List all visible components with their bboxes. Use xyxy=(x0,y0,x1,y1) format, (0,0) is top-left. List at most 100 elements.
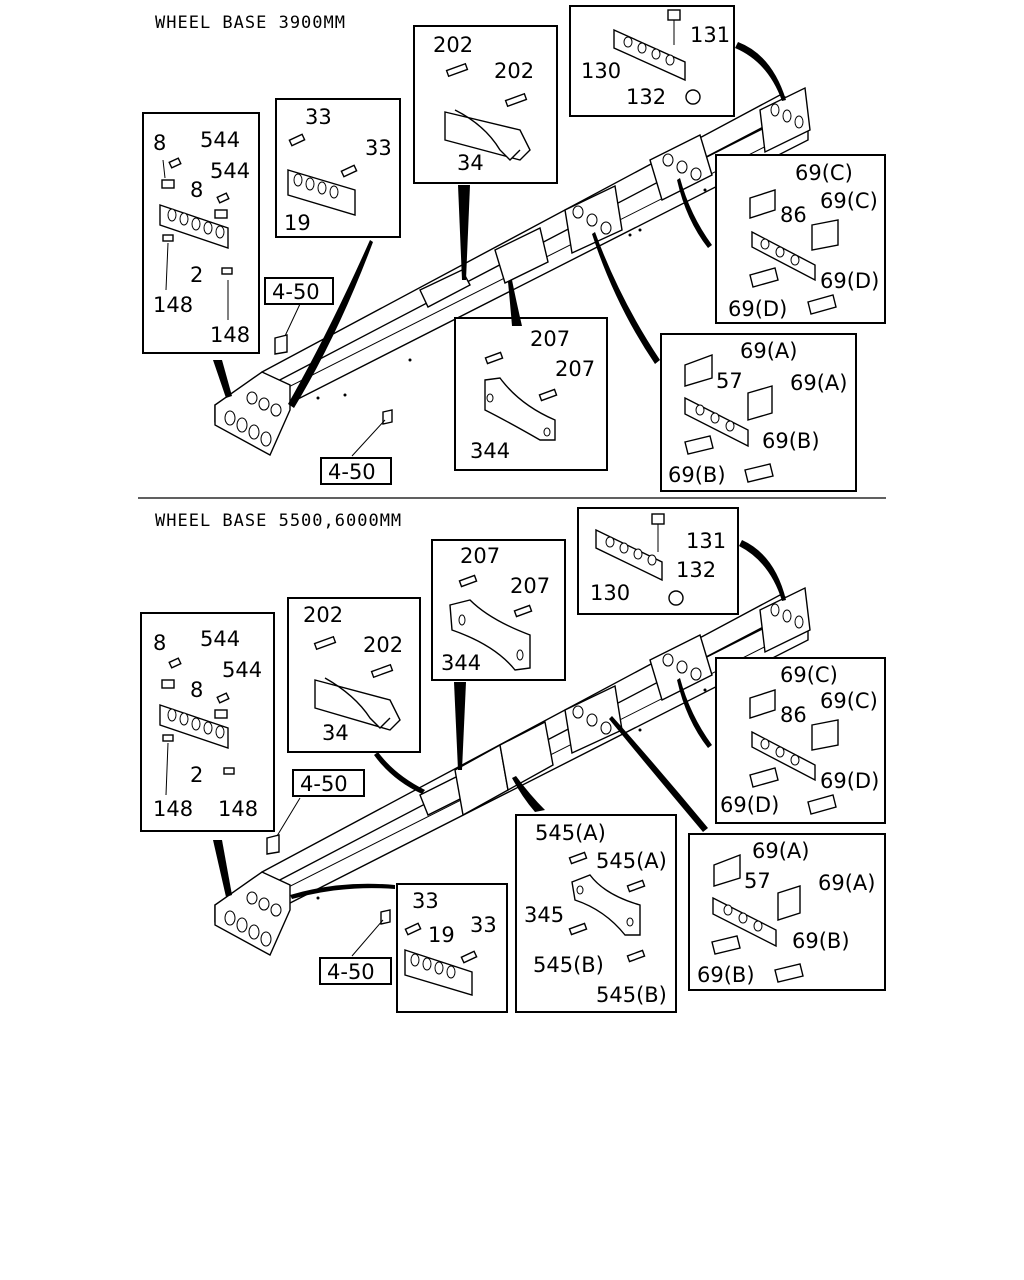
label-19: 19 xyxy=(428,923,455,947)
label-544: 544 xyxy=(200,128,240,152)
chassis-frame xyxy=(214,586,811,956)
label-545A: 545(A) xyxy=(535,821,606,845)
label-148: 148 xyxy=(218,797,258,821)
reference-box[interactable]: 4-50 xyxy=(292,769,365,797)
label-545A: 545(A) xyxy=(596,849,667,873)
label-34: 34 xyxy=(322,721,349,745)
label-33: 33 xyxy=(365,136,392,160)
label-202: 202 xyxy=(494,59,534,83)
label-207: 207 xyxy=(460,544,500,568)
label-69B: 69(B) xyxy=(697,963,755,987)
callout-box-86: 69(C) 69(C) 86 69(D) 69(D) xyxy=(715,657,886,824)
label-69D: 69(D) xyxy=(820,269,879,293)
callout-box-202-34: 202 202 34 xyxy=(287,597,421,753)
reference-label: 4-50 xyxy=(272,280,320,304)
label-69D: 69(D) xyxy=(720,793,779,817)
label-345: 345 xyxy=(524,903,564,927)
label-130: 130 xyxy=(590,581,630,605)
rear-crossmember-holes xyxy=(224,391,282,447)
reference-box[interactable]: 4-50 xyxy=(320,457,392,485)
label-544: 544 xyxy=(222,658,262,682)
label-132: 132 xyxy=(626,85,666,109)
label-8: 8 xyxy=(190,678,203,702)
label-545B: 545(B) xyxy=(596,983,667,1007)
callout-box-rear-crossmember: 8 544 544 8 2 148 148 xyxy=(140,612,275,832)
label-2: 2 xyxy=(190,763,203,787)
label-131: 131 xyxy=(690,23,730,47)
leader-arrow xyxy=(508,280,522,326)
label-131: 131 xyxy=(686,529,726,553)
leader-arrow xyxy=(213,840,232,897)
leader-arrow xyxy=(609,716,708,832)
label-69B: 69(B) xyxy=(792,929,850,953)
section-wheel-base-5500-6000: WHEEL BASE 5500,6000MM xyxy=(140,507,886,1013)
reference-box[interactable]: 4-50 xyxy=(319,957,392,985)
leader-arrow xyxy=(290,883,395,899)
label-344: 344 xyxy=(470,439,510,463)
label-57: 57 xyxy=(716,369,743,393)
label-69D: 69(D) xyxy=(820,769,879,793)
leader-arrow xyxy=(739,540,786,601)
section-title: WHEEL BASE 5500,6000MM xyxy=(155,511,402,531)
label-69B: 69(B) xyxy=(668,463,726,487)
label-130: 130 xyxy=(581,59,621,83)
callout-box-202-34: 202 202 34 xyxy=(413,25,558,184)
label-8: 8 xyxy=(153,131,166,155)
callout-box-131-130-132: 131 130 132 xyxy=(577,507,739,615)
label-344: 344 xyxy=(441,651,481,675)
callout-box-131-130-132: 131 130 132 xyxy=(569,5,735,117)
label-2: 2 xyxy=(190,263,203,287)
label-19: 19 xyxy=(284,211,311,235)
leader-arrow xyxy=(592,232,660,364)
leader-arrow xyxy=(735,42,786,101)
label-69A: 69(A) xyxy=(818,871,875,895)
label-86: 86 xyxy=(780,203,807,227)
label-69C: 69(C) xyxy=(795,161,853,185)
label-544: 544 xyxy=(210,159,250,183)
label-148: 148 xyxy=(153,797,193,821)
label-207: 207 xyxy=(555,357,595,381)
label-132: 132 xyxy=(676,558,716,582)
callout-box-545-345: 545(A) 545(A) 345 545(B) 545(B) xyxy=(515,814,677,1013)
label-33: 33 xyxy=(305,105,332,129)
label-207: 207 xyxy=(530,327,570,351)
label-69B: 69(B) xyxy=(762,429,820,453)
reference-label: 4-50 xyxy=(328,460,376,484)
callout-box-207-344: 207 207 344 xyxy=(431,539,566,681)
leader-arrow xyxy=(213,360,232,398)
leader-arrow xyxy=(677,178,712,248)
callout-box-33-19: 33 19 33 xyxy=(396,883,508,1013)
label-57: 57 xyxy=(744,869,771,893)
leader-arrow xyxy=(288,240,373,408)
leader-arrow xyxy=(374,752,425,794)
callout-box-57: 69(A) 57 69(A) 69(B) 69(B) xyxy=(660,333,857,492)
callout-box-207-344: 207 207 344 xyxy=(454,317,608,471)
label-545B: 545(B) xyxy=(533,953,604,977)
label-69C: 69(C) xyxy=(780,663,838,687)
label-8: 8 xyxy=(190,178,203,202)
label-202: 202 xyxy=(363,633,403,657)
label-69A: 69(A) xyxy=(740,339,797,363)
section-wheel-base-3900: WHEEL BASE 3900MM xyxy=(142,5,886,492)
label-33: 33 xyxy=(412,889,439,913)
reference-label: 4-50 xyxy=(300,772,348,796)
reference-box[interactable]: 4-50 xyxy=(264,277,334,305)
label-69C: 69(C) xyxy=(820,689,878,713)
label-69C: 69(C) xyxy=(820,189,878,213)
callout-box-57: 69(A) 57 69(A) 69(B) 69(B) xyxy=(688,833,886,991)
leader-arrow xyxy=(458,185,470,280)
chassis-frame xyxy=(214,86,811,456)
label-207: 207 xyxy=(510,574,550,598)
leader-arrow xyxy=(454,682,466,770)
label-69A: 69(A) xyxy=(790,371,847,395)
leader-arrow xyxy=(677,678,712,748)
callout-box-33-19: 33 33 19 xyxy=(275,98,401,238)
reference-label: 4-50 xyxy=(327,960,375,984)
callout-box-rear-crossmember: 8 544 544 8 2 148 148 xyxy=(142,112,260,354)
leader-arrow xyxy=(512,776,545,812)
label-69A: 69(A) xyxy=(752,839,809,863)
label-148: 148 xyxy=(153,293,193,317)
label-33: 33 xyxy=(470,913,497,937)
label-69D: 69(D) xyxy=(728,297,787,321)
